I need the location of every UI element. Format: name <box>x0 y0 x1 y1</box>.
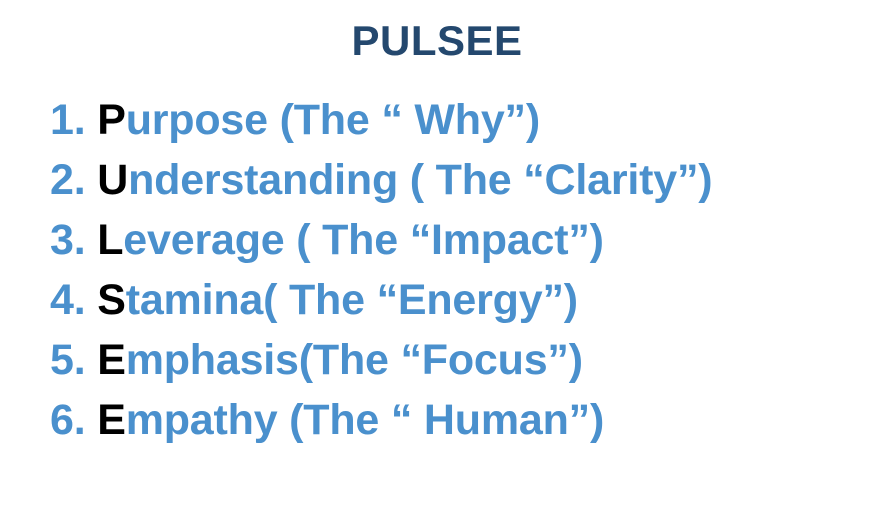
list-item-parenthetical: (The “ Human”) <box>277 396 605 444</box>
list-item-parenthetical: (The “ Why”) <box>267 96 541 144</box>
list-item-word: everage <box>123 216 285 264</box>
list-item-initial-letter: P <box>97 96 126 144</box>
list-item: 5. Emphasis(The “Focus”) <box>50 330 850 390</box>
pulsee-acronym-list: 1. Purpose (The “ Why”) 2. Understanding… <box>50 90 850 450</box>
list-item-number: 6. <box>50 396 86 444</box>
page-title: PULSEE <box>351 17 523 64</box>
list-item-parenthetical: ( The “Impact”) <box>284 216 604 264</box>
list-item: 4. Stamina( The “Energy”) <box>50 270 850 330</box>
list-item-word: mphasis <box>125 336 299 384</box>
list-item-number: 4. <box>50 276 86 324</box>
list-item-word: mpathy <box>125 396 278 444</box>
list-item-parenthetical: ( The “Clarity”) <box>398 156 713 204</box>
list-item-word: tamina <box>125 276 264 324</box>
list-item-initial-letter: U <box>97 156 129 204</box>
list-item-initial-letter: L <box>97 216 124 264</box>
list-item-initial-letter: E <box>97 396 126 444</box>
list-item-number: 5. <box>50 336 86 384</box>
list-item: 2. Understanding ( The “Clarity”) <box>50 150 850 210</box>
list-item-number: 1. <box>50 96 86 144</box>
list-item-parenthetical: ( The “Energy”) <box>263 276 578 324</box>
list-item-number: 2. <box>50 156 86 204</box>
list-item-word: urpose <box>125 96 268 144</box>
list-item: 3. Leverage ( The “Impact”) <box>50 210 850 270</box>
list-item-word: nderstanding <box>128 156 399 204</box>
list-item-initial-letter: S <box>97 276 126 324</box>
list-item-number: 3. <box>50 216 86 264</box>
list-item: 6. Empathy (The “ Human”) <box>50 390 850 450</box>
list-item-parenthetical: (The “Focus”) <box>298 336 583 384</box>
list-item-initial-letter: E <box>97 336 126 384</box>
list-item: 1. Purpose (The “ Why”) <box>50 90 850 150</box>
